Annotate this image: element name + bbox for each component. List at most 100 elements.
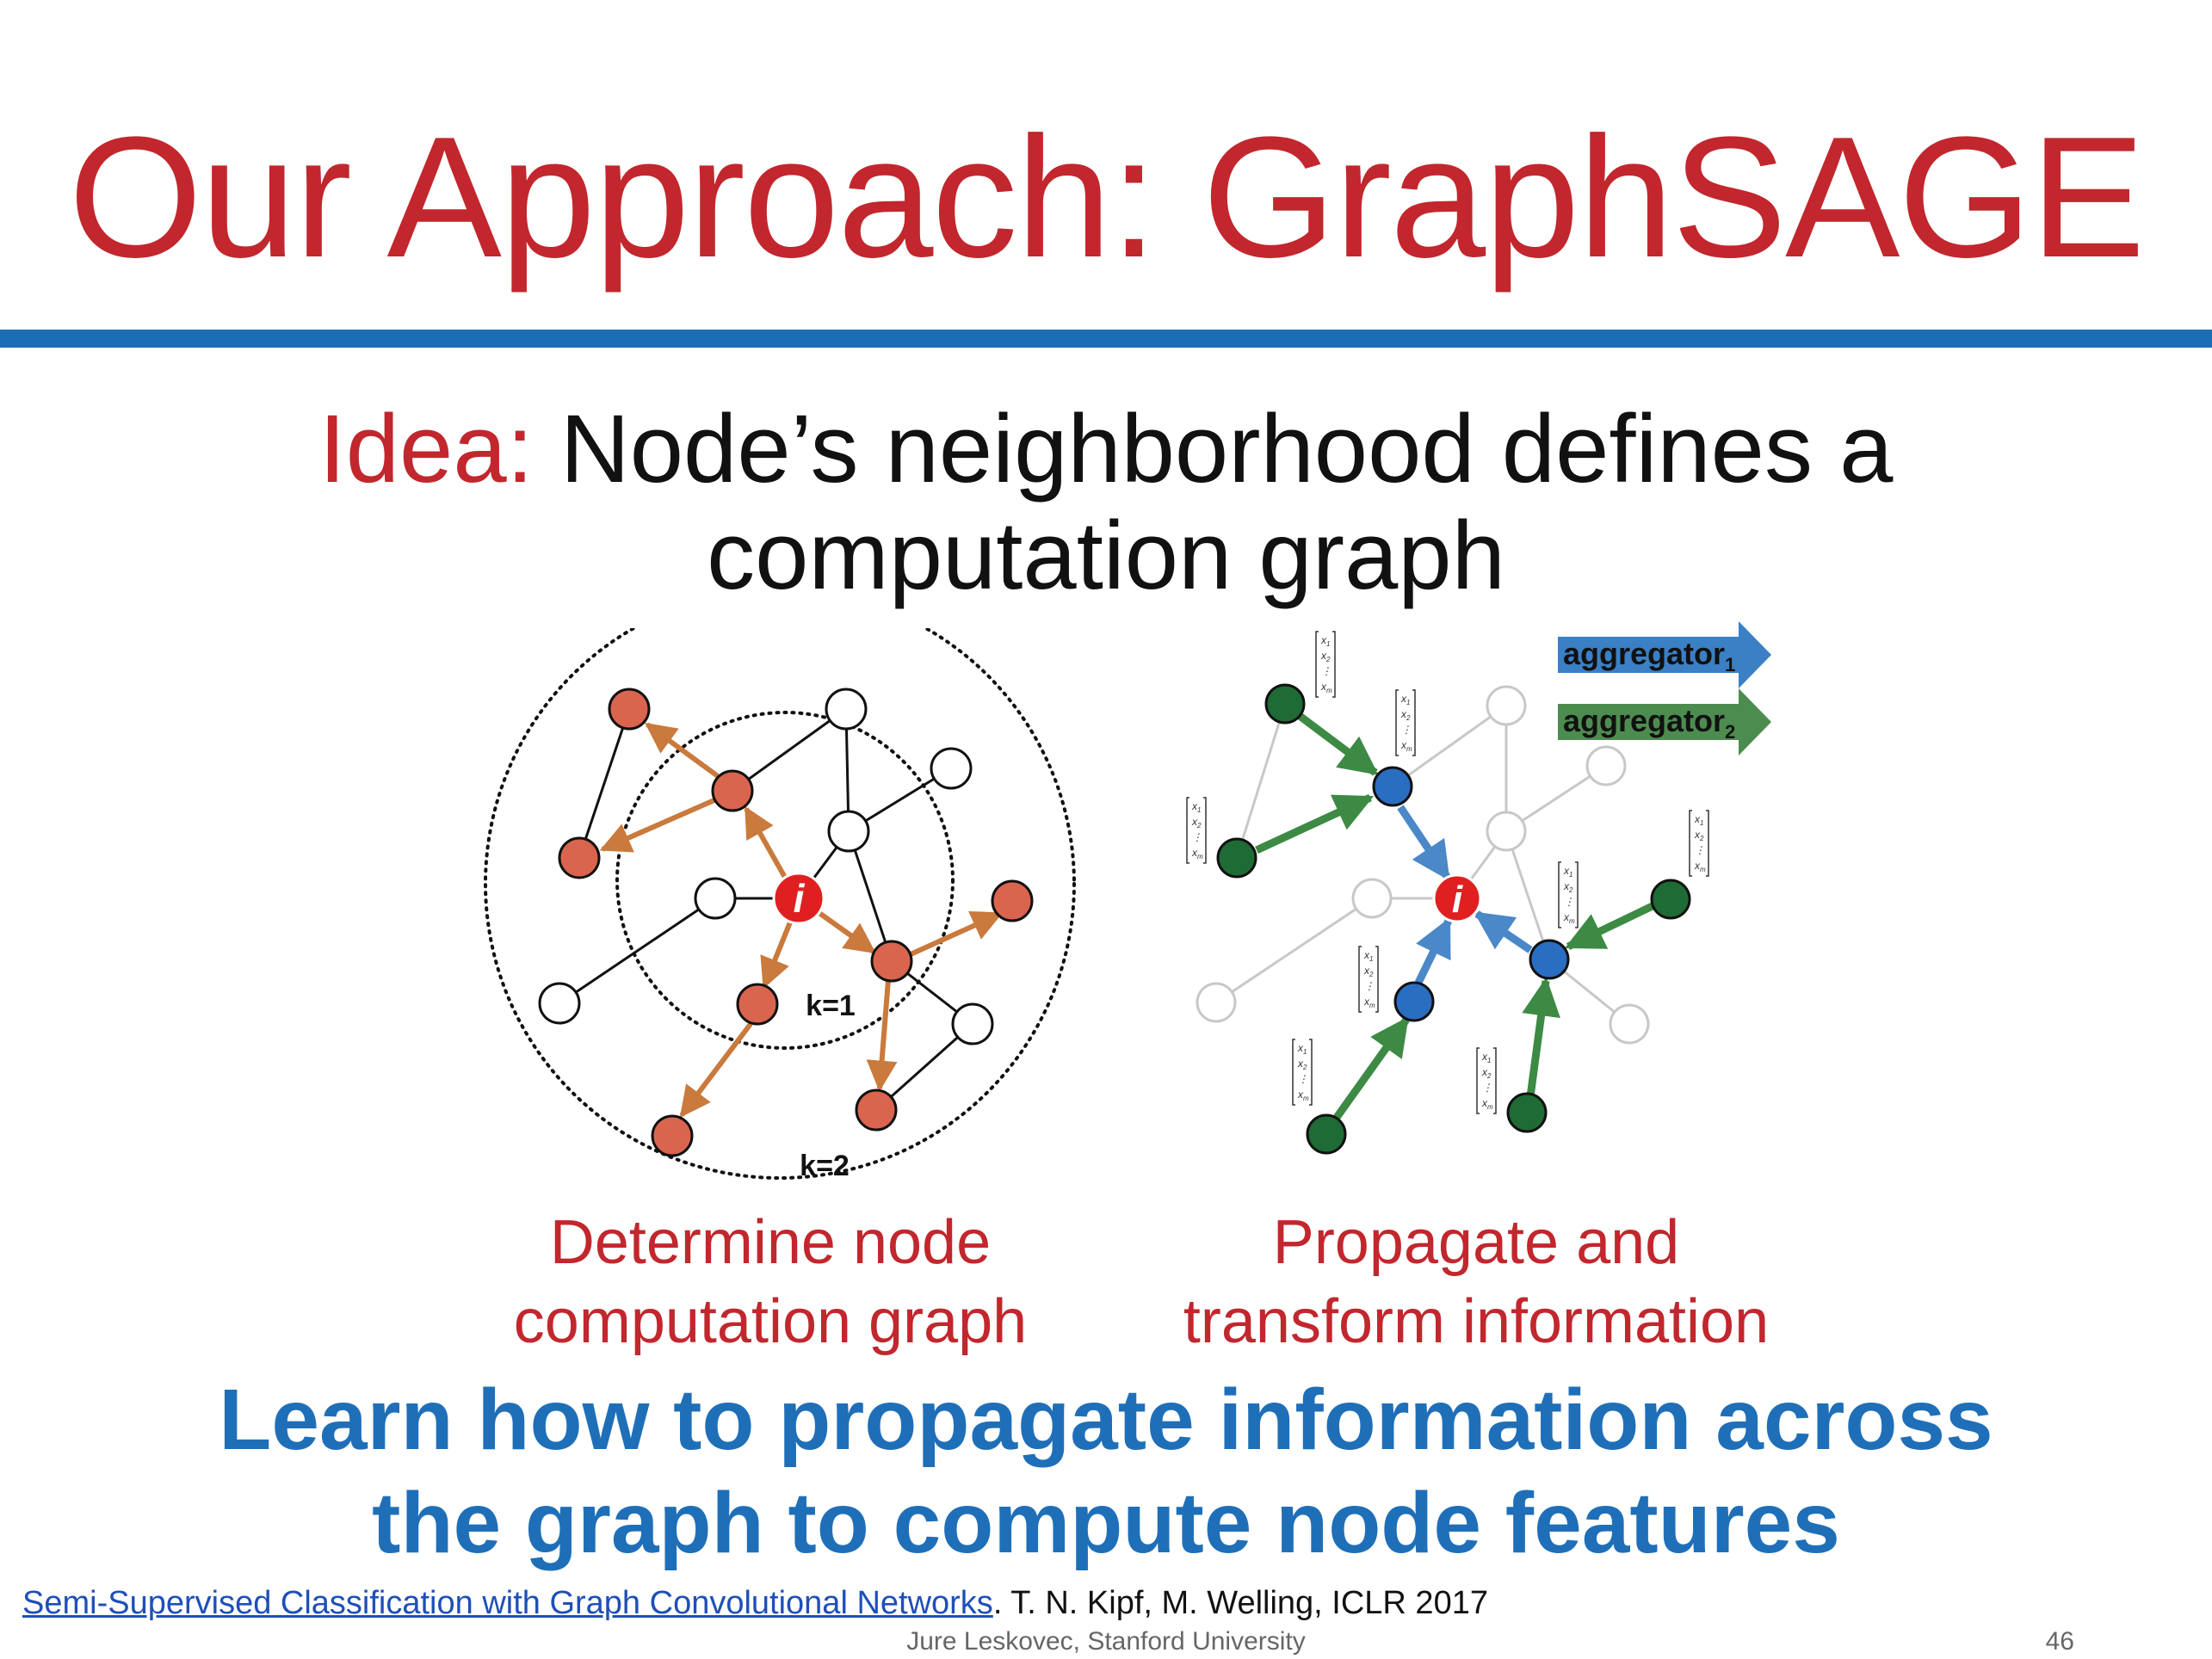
node-white bbox=[694, 877, 737, 920]
center-node bbox=[772, 872, 825, 925]
aggregator-2-text: aggregator bbox=[1563, 703, 1725, 738]
aggregator-2-label: aggregator2 bbox=[1563, 703, 1735, 743]
node-orange bbox=[736, 983, 779, 1026]
vector-entry: xm bbox=[1481, 1097, 1493, 1111]
feature-vector: x1 x2 ⋮ xm bbox=[1476, 1047, 1497, 1114]
k2-label: k=2 bbox=[800, 1150, 850, 1182]
vector-entry: x1 bbox=[1694, 813, 1703, 827]
node-green bbox=[1306, 1113, 1347, 1155]
center-node bbox=[1432, 873, 1482, 923]
node-orange bbox=[855, 1089, 898, 1132]
right-caption-line-1: Propagate and bbox=[1272, 1208, 1680, 1277]
node-green bbox=[1650, 879, 1691, 920]
citation-details: . T. N. Kipf, M. Welling, ICLR 2017 bbox=[992, 1585, 1488, 1621]
node-orange bbox=[651, 1114, 694, 1157]
vector-entry: xm bbox=[1694, 860, 1706, 873]
page-number: 46 bbox=[2045, 1627, 2074, 1656]
vector-entry: xm bbox=[1363, 996, 1375, 1009]
vector-entry: ⋮ bbox=[1401, 724, 1412, 736]
green-edges bbox=[1255, 712, 1656, 1121]
slide-title: Our Approach: GraphSAGE bbox=[68, 102, 2146, 293]
center-node-label: i bbox=[794, 876, 806, 921]
node-white bbox=[930, 747, 973, 790]
node-grey bbox=[1609, 1003, 1650, 1045]
node-orange bbox=[558, 836, 601, 879]
vector-entry: x2 bbox=[1400, 708, 1411, 722]
aggregator-1-text: aggregator bbox=[1563, 636, 1725, 671]
footer-author: Jure Leskovec, Stanford University bbox=[906, 1627, 1306, 1656]
k2-ring bbox=[484, 628, 1076, 1180]
node-orange bbox=[991, 879, 1034, 922]
node-orange bbox=[608, 688, 651, 731]
vector-entry: ⋮ bbox=[1298, 1073, 1308, 1085]
idea-line-2: computation graph bbox=[707, 502, 1505, 609]
vector-entry: x2 bbox=[1481, 1066, 1492, 1080]
vector-entry: xm bbox=[1563, 911, 1575, 925]
vector-entry: xm bbox=[1320, 681, 1332, 694]
feature-vector: x1 x2 ⋮ xm bbox=[1395, 689, 1416, 756]
node-white bbox=[538, 982, 581, 1025]
computation-graph-diagram: i k=1 k=2 bbox=[484, 628, 1076, 1182]
vector-entry: x1 bbox=[1363, 949, 1373, 963]
node-blue bbox=[1372, 766, 1413, 807]
feature-vector: x1 x2 ⋮ xm bbox=[1292, 1039, 1313, 1106]
background-nodes bbox=[1196, 685, 1650, 1045]
vector-entry: x2 bbox=[1320, 650, 1331, 663]
vector-entry: x1 bbox=[1563, 865, 1572, 879]
vector-entry: ⋮ bbox=[1192, 831, 1202, 843]
aggregator-1-subscript: 1 bbox=[1725, 654, 1735, 675]
node-green bbox=[1216, 837, 1257, 879]
node-grey bbox=[1585, 745, 1627, 786]
vector-entry: x1 bbox=[1297, 1042, 1307, 1056]
takeaway-line-2: the graph to compute node features bbox=[372, 1475, 1840, 1571]
node-grey bbox=[1351, 878, 1393, 919]
blue-edges bbox=[1397, 805, 1533, 984]
vector-entry: ⋮ bbox=[1564, 896, 1574, 908]
takeaway: Learn how to propagate information acros… bbox=[0, 1368, 2212, 1575]
vector-entry: x2 bbox=[1563, 880, 1573, 894]
feature-vector: x1 x2 ⋮ xm bbox=[1315, 631, 1336, 698]
vector-entry: x1 bbox=[1191, 800, 1201, 814]
node-blue bbox=[1529, 939, 1570, 980]
node-grey bbox=[1486, 811, 1527, 852]
vector-entry: xm bbox=[1191, 847, 1203, 860]
node-orange bbox=[711, 769, 754, 812]
left-caption-line-2: computation graph bbox=[513, 1287, 1028, 1356]
left-caption-line-1: Determine node bbox=[549, 1208, 992, 1277]
vector-entry: xm bbox=[1297, 1089, 1309, 1102]
vector-entry: ⋮ bbox=[1364, 980, 1375, 992]
right-caption-line-2: transform information bbox=[1183, 1287, 1770, 1356]
vector-entry: ⋮ bbox=[1321, 665, 1332, 677]
vector-entry: x1 bbox=[1320, 634, 1330, 648]
node-blue bbox=[1393, 981, 1435, 1022]
aggregator-1-shape bbox=[1558, 621, 1771, 688]
citation-link[interactable]: Semi-Supervised Classification with Grap… bbox=[22, 1585, 993, 1621]
aggregator-2-arrow: aggregator2 bbox=[1558, 688, 1771, 755]
node-white bbox=[951, 1002, 994, 1045]
title-divider bbox=[0, 330, 2212, 348]
aggregation-edges bbox=[599, 722, 1004, 1118]
aggregator-1-arrow: aggregator1 bbox=[1558, 621, 1771, 688]
node-grey bbox=[1196, 982, 1237, 1023]
vector-entry: x1 bbox=[1481, 1051, 1491, 1064]
node-white bbox=[827, 810, 870, 853]
idea-statement: Idea: Node’s neighborhood defines a comp… bbox=[0, 396, 2212, 609]
node-white bbox=[825, 688, 868, 731]
vector-entry: x2 bbox=[1363, 965, 1374, 978]
vector-entry: xm bbox=[1400, 739, 1412, 753]
k1-label: k=1 bbox=[806, 990, 856, 1022]
center-node-label: i bbox=[1452, 879, 1463, 921]
vector-entry: x2 bbox=[1297, 1058, 1307, 1071]
aggregator-1-label: aggregator1 bbox=[1563, 636, 1735, 675]
vector-entry: x1 bbox=[1400, 693, 1410, 706]
node-green bbox=[1506, 1092, 1548, 1133]
aggregator-2-shape bbox=[1558, 688, 1771, 755]
vector-entry: ⋮ bbox=[1482, 1082, 1492, 1094]
green-nodes bbox=[1216, 683, 1691, 1155]
right-caption: Propagate and transform information bbox=[1153, 1203, 1799, 1361]
node-green bbox=[1264, 683, 1306, 725]
